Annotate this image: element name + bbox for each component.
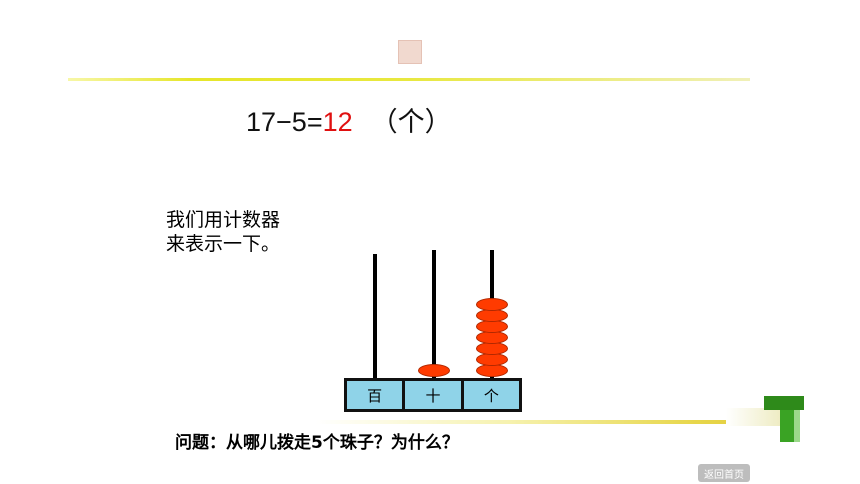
caption-line-2: 来表示一下。 <box>166 233 281 255</box>
caption-line-1: 我们用计数器 <box>166 209 281 231</box>
equation-expression: 17−5= <box>246 107 323 137</box>
equation-answer: 12 <box>322 107 353 137</box>
caption: 我们用计数器 来表示一下。 <box>166 208 280 256</box>
question-text: 问题：从哪儿拨走5个珠子？为什么？ <box>175 433 459 453</box>
equation-unit: （个） <box>370 107 452 137</box>
bottom-divider <box>316 420 792 424</box>
top-divider <box>68 78 750 81</box>
bead-ones[interactable] <box>476 298 508 311</box>
rod-tens <box>432 250 436 380</box>
bead-tens[interactable] <box>418 364 450 377</box>
slide-logo-icon <box>398 40 422 64</box>
home-button[interactable]: 返回首页 <box>698 464 750 482</box>
place-tens: 十 <box>405 381 464 409</box>
place-hundreds: 百 <box>347 381 406 409</box>
rod-hundreds <box>373 254 377 380</box>
abacus-base: 百 十 个 <box>344 378 522 412</box>
equation: 17−5=12 （个） <box>246 100 452 139</box>
place-ones: 个 <box>483 386 499 405</box>
